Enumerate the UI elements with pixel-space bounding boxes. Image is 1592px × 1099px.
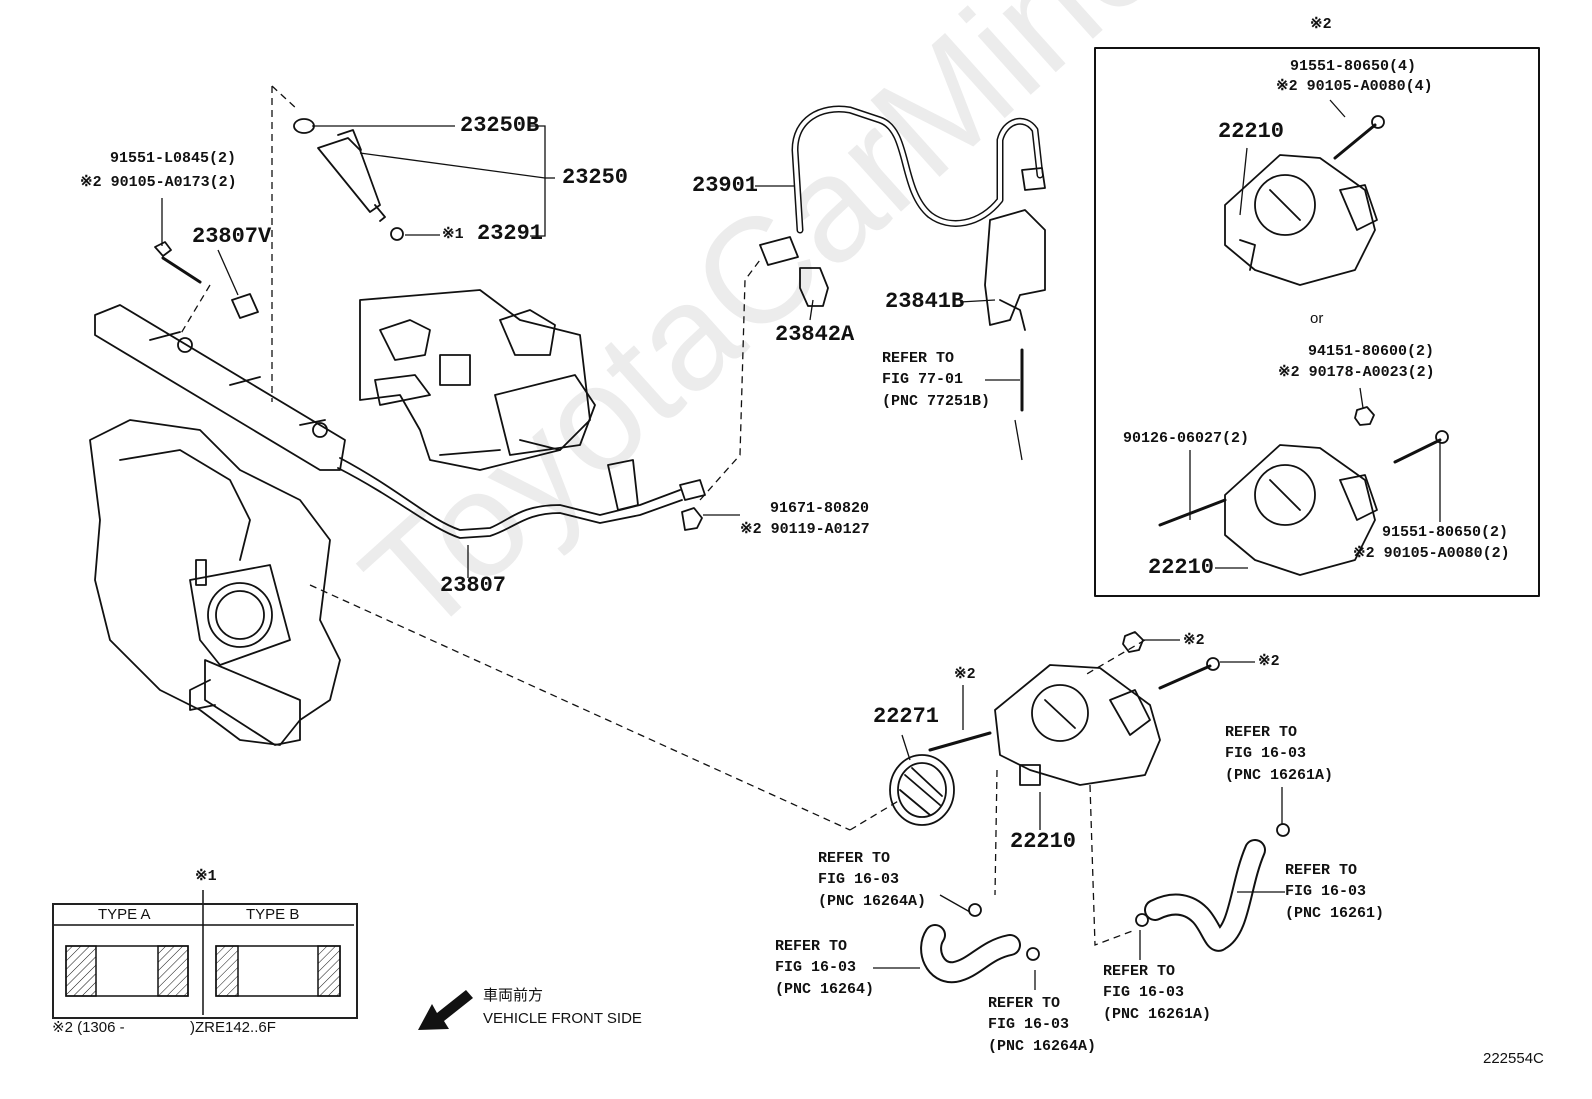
front-arrow-icon — [418, 990, 473, 1030]
legend-box — [52, 903, 358, 1019]
ref-16264A-top-line1[interactable]: REFER TO — [818, 850, 891, 867]
legend-type-a: TYPE A — [98, 906, 151, 923]
part-22210-main[interactable]: 22210 — [1010, 829, 1077, 854]
box-lower-b[interactable]: ※2 90105-A0080(2) — [1353, 545, 1510, 562]
ref-77-line1[interactable]: REFER TO — [882, 350, 955, 367]
ref-77-line3[interactable]: (PNC 77251B) — [882, 393, 991, 410]
ref-16264-line3[interactable]: (PNC 16264) — [775, 981, 875, 998]
intake-manifold-sketch — [89, 419, 341, 746]
legend-drawings — [52, 890, 354, 1015]
bolt-clip-b[interactable]: ※2 90119-A0127 — [740, 521, 870, 538]
part-23841B[interactable]: 23841B — [885, 289, 965, 314]
part-23807[interactable]: 23807 — [440, 573, 507, 598]
box-lower-a[interactable]: 91551-80650(2) — [1382, 524, 1509, 541]
legend-note-a: ※2 (1306 - — [52, 1019, 125, 1036]
clamp-23842A — [799, 267, 829, 307]
engine-block-sketch — [359, 289, 596, 471]
nut-main — [1122, 631, 1144, 653]
ref-16264-line1[interactable]: REFER TO — [775, 938, 848, 955]
or-text: or — [1310, 310, 1324, 327]
nut-mark: ※2 — [1183, 632, 1205, 649]
ref-16264A-top-line2[interactable]: FIG 16-03 — [818, 871, 900, 888]
ref-16261A-bot-line3[interactable]: (PNC 16261A) — [1103, 1006, 1212, 1023]
part-23250B[interactable]: 23250B — [460, 113, 540, 138]
part-22271-mark: ※2 — [954, 666, 976, 683]
box-nut-a[interactable]: 94151-80600(2) — [1308, 343, 1435, 360]
ref-16261A-top-line3[interactable]: (PNC 16261A) — [1225, 767, 1334, 784]
box-nut-b[interactable]: ※2 90178-A0023(2) — [1278, 364, 1435, 381]
ref-16261-line2[interactable]: FIG 16-03 — [1285, 883, 1367, 900]
ref-16261A-top-line2[interactable]: FIG 16-03 — [1225, 745, 1307, 762]
ref-16261A-bot-line1[interactable]: REFER TO — [1103, 963, 1176, 980]
water-hose-16264 — [920, 903, 1040, 984]
ref-16261A-top-line1[interactable]: REFER TO — [1225, 724, 1298, 741]
box-stud[interactable]: 90126-06027(2) — [1123, 430, 1250, 447]
throttle-body-main — [994, 664, 1161, 786]
part-23250[interactable]: 23250 — [562, 165, 629, 190]
ref-16264A-bot-line3[interactable]: (PNC 16264A) — [988, 1038, 1097, 1055]
bolt-top-a[interactable]: 91551-L0845(2) — [110, 150, 237, 167]
direction-en: VEHICLE FRONT SIDE — [483, 1010, 642, 1027]
ref-16261-line3[interactable]: (PNC 16261) — [1285, 905, 1385, 922]
throttle-body-variant-a — [1224, 115, 1385, 286]
part-22210-box-bottom[interactable]: 22210 — [1148, 555, 1215, 580]
throttle-body-variant-b — [1158, 406, 1449, 576]
variant-box — [1094, 47, 1540, 597]
box-upper-a[interactable]: 91551-80650(4) — [1290, 58, 1417, 75]
figure-code: 222554C — [1483, 1050, 1544, 1067]
fuel-delivery-pipe — [94, 304, 706, 539]
part-23291-mark: ※1 — [442, 226, 464, 243]
bolt-clip-a[interactable]: 91671-80820 — [770, 500, 870, 517]
direction-jp: 車両前方 — [483, 987, 544, 1004]
box-top-mark: ※2 — [1310, 16, 1332, 33]
bolt-main — [1158, 664, 1212, 690]
part-23807V[interactable]: 23807V — [192, 224, 272, 249]
gasket-22271 — [889, 754, 955, 826]
part-22271[interactable]: 22271 — [873, 704, 940, 729]
bolt-and-collar — [154, 241, 259, 319]
ref-77-line2[interactable]: FIG 77-01 — [882, 371, 964, 388]
part-23842A[interactable]: 23842A — [775, 322, 855, 347]
part-22210-box-top[interactable]: 22210 — [1218, 119, 1285, 144]
ref-16264A-bot-line2[interactable]: FIG 16-03 — [988, 1016, 1070, 1033]
legend-type-b: TYPE B — [246, 906, 300, 923]
stud-bolt-main — [928, 731, 992, 752]
part-23291[interactable]: 23291 — [477, 221, 544, 246]
ref-16261-line1[interactable]: REFER TO — [1285, 862, 1358, 879]
box-upper-b[interactable]: ※2 90105-A0080(4) — [1276, 78, 1433, 95]
legend-note-b: )ZRE142..6F — [190, 1019, 276, 1036]
ref-16264A-top-line3[interactable]: (PNC 16264A) — [818, 893, 927, 910]
ref-16264-line2[interactable]: FIG 16-03 — [775, 959, 857, 976]
ref-16261A-bot-line2[interactable]: FIG 16-03 — [1103, 984, 1185, 1001]
bolt-91671 — [681, 507, 703, 531]
bolt-top-b[interactable]: ※2 90105-A0173(2) — [80, 174, 237, 191]
ref-16264A-bot-line1[interactable]: REFER TO — [988, 995, 1061, 1012]
water-hose-16261 — [1135, 823, 1290, 952]
bolt-mark: ※2 — [1258, 653, 1280, 670]
part-23901[interactable]: 23901 — [692, 173, 759, 198]
fuel-hose-23901 — [759, 105, 1046, 266]
legend-mark: ※1 — [195, 868, 217, 885]
fuel-injector — [293, 118, 404, 241]
bracket-23841B — [984, 209, 1046, 331]
